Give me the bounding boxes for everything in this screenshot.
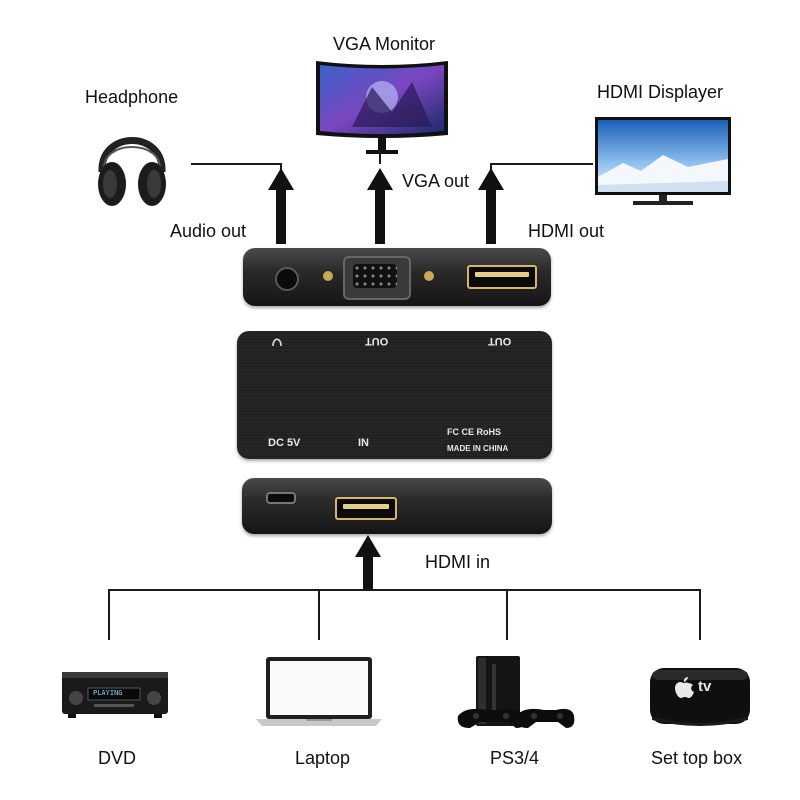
adapter-input-side	[242, 478, 552, 534]
in-label: IN	[358, 437, 369, 449]
micro-usb-port	[266, 492, 296, 504]
screw-left	[323, 271, 333, 281]
hdmi-in-label: HDMI in	[425, 552, 491, 572]
headphone-icon	[92, 110, 172, 210]
vga-out-label: VGA out	[402, 171, 470, 191]
made-in-label: MADE IN CHINA	[447, 444, 509, 453]
hdmi-connector-line	[490, 163, 593, 165]
dc-5v-label: DC 5V	[268, 437, 301, 449]
source-label-settop: Set top box	[651, 748, 743, 768]
vga-out-arrow	[367, 168, 393, 244]
screw-right	[424, 271, 434, 281]
set-top-box-brand: tv	[698, 678, 712, 695]
hdmi-displayer-label: HDMI Displayer	[597, 82, 724, 102]
set-top-box-icon: tv	[648, 664, 752, 730]
headphone-glyph-icon	[271, 335, 283, 347]
source-drop-settop	[699, 589, 701, 640]
source-label-ps: PS3/4	[490, 748, 540, 768]
headphone-connector-line	[191, 163, 281, 165]
source-label-laptop: Laptop	[295, 748, 351, 768]
laptop-icon	[256, 655, 382, 727]
hdmi-in-arrow	[355, 535, 381, 591]
adapter-output-side	[243, 248, 551, 306]
out-label-hdmi: OUT	[488, 335, 512, 347]
audio-out-label: Audio out	[170, 221, 247, 241]
hdmi-out-label: HDMI out	[528, 221, 605, 241]
vga-port	[343, 256, 411, 300]
hdmi-in-port	[335, 497, 397, 520]
source-drop-dvd	[108, 589, 110, 640]
dvd-display-text: PLAYING	[93, 689, 123, 697]
headphone-label: Headphone	[85, 87, 179, 107]
adapter-front-face: OUT OUT DC 5V IN FC CE RoHS MADE IN CHIN…	[237, 331, 552, 459]
vga-connector-line	[379, 150, 381, 164]
hdmi-out-arrow	[478, 168, 504, 244]
playstation-icon	[456, 654, 576, 734]
certification-marks: FC CE RoHS	[447, 427, 501, 437]
out-label-vga: OUT	[365, 335, 389, 347]
vga-monitor-icon	[312, 57, 452, 157]
source-label-dvd: DVD	[98, 748, 137, 768]
source-drop-ps	[506, 589, 508, 640]
vga-monitor-label: VGA Monitor	[333, 34, 436, 54]
source-drop-laptop	[318, 589, 320, 640]
hdmi-displayer-icon	[593, 115, 733, 210]
audio-jack-port	[275, 267, 299, 291]
audio-out-arrow	[268, 168, 294, 244]
hdmi-out-port	[467, 265, 537, 289]
source-bus-line	[108, 589, 701, 591]
dvd-player-icon: PLAYING	[60, 668, 170, 720]
